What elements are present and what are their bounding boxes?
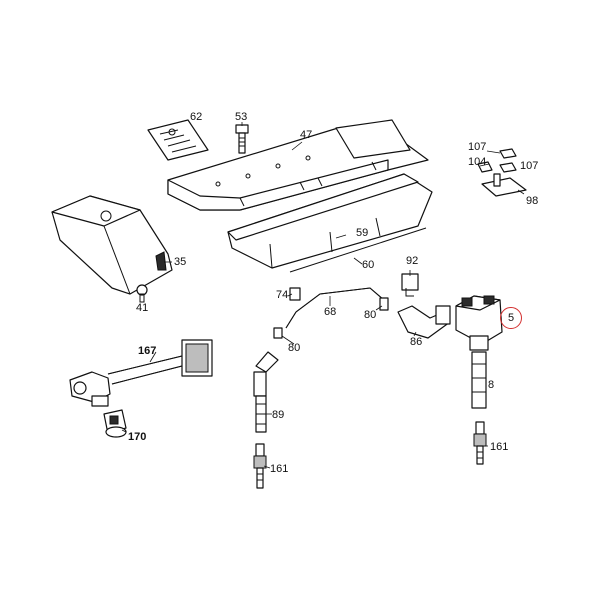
leader-lines	[121, 122, 525, 469]
label-92: 92	[406, 255, 419, 267]
label-86: 86	[410, 336, 423, 348]
part-161-spark-plug-left	[253, 443, 267, 489]
label-80-right: 80	[364, 309, 377, 321]
label-68: 68	[324, 306, 337, 318]
part-41-screw	[136, 284, 148, 303]
label-41: 41	[136, 302, 149, 314]
highlight-ring-part-5	[500, 307, 522, 329]
label-161-right: 161	[490, 441, 509, 453]
part-92-clip	[401, 273, 419, 297]
part-47-engine-cover	[167, 119, 429, 211]
label-98: 98	[526, 195, 539, 207]
label-59: 59	[356, 227, 369, 239]
part-68-ignition-lead	[285, 287, 385, 329]
label-5[interactable]: 5	[508, 312, 515, 324]
part-80-connector-right	[379, 297, 389, 311]
part-60-strip	[289, 227, 427, 273]
part-5-ignition-coil	[455, 295, 503, 351]
label-107-right: 107	[520, 160, 539, 172]
part-74-clip	[289, 287, 301, 301]
label-107-top: 107	[468, 141, 487, 153]
part-89-lead	[253, 351, 279, 433]
label-35: 35	[174, 256, 187, 268]
part-80-connector-left	[273, 327, 283, 339]
part-59-lower-cover	[227, 173, 433, 269]
label-170: 170	[128, 431, 147, 443]
label-74: 74	[276, 289, 289, 301]
part-170-connector	[103, 409, 127, 438]
label-104: 104	[468, 156, 487, 168]
part-161-spark-plug-right	[473, 421, 487, 465]
label-80-left: 80	[288, 342, 301, 354]
label-47: 47	[300, 129, 313, 141]
label-8: 8	[488, 379, 495, 391]
label-53: 53	[235, 111, 248, 123]
part-53-bolt	[235, 124, 249, 154]
label-62: 62	[190, 111, 203, 123]
part-8-coil-connector	[471, 351, 487, 409]
part-167-lead-assembly	[69, 339, 213, 407]
part-62-label-card	[147, 119, 209, 161]
part-86-boot	[397, 305, 451, 339]
label-89: 89	[272, 409, 285, 421]
label-60: 60	[362, 259, 375, 271]
label-167: 167	[138, 345, 157, 357]
label-161-left: 161	[270, 463, 289, 475]
part-35-side-cover	[51, 195, 173, 295]
